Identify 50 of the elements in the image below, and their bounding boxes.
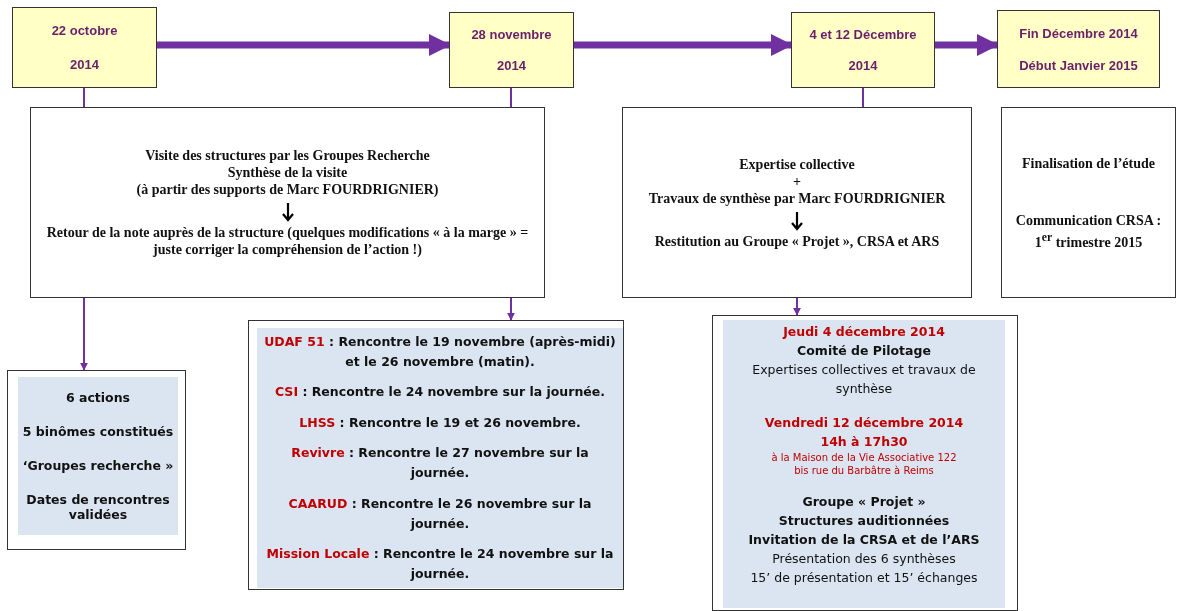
list-item: 5 binômes constitués — [22, 424, 174, 440]
date-box — [997, 10, 1160, 88]
date-label: 4 et 12 Décembre — [809, 27, 917, 42]
meeting-entry: CAARUD : Rencontre le 26 novembre sur la journée. — [287, 494, 593, 533]
event-text: Invitation de la CRSA et de l’ARS — [747, 531, 981, 549]
process-box — [622, 107, 972, 298]
date-box — [791, 12, 935, 88]
step-text: Synthèse de la visite — [227, 164, 348, 181]
arrow — [507, 297, 515, 321]
date-box — [12, 7, 157, 88]
date-label: Fin Décembre 2014 — [1019, 25, 1138, 41]
event-text: Jeudi 4 décembre 2014 — [781, 323, 946, 341]
date-box — [449, 12, 574, 88]
step-text: Expertise collective — [739, 155, 855, 173]
meeting-entry: Mission Locale : Rencontre le 24 novembre sur la journée. — [265, 544, 615, 583]
event-text: à la Maison de la Vie Associative 122 bis rue du Barbâtre à Reims — [770, 451, 958, 477]
event-text: Expertises collectives et travaux de synthèse — [751, 361, 977, 398]
event-text: Comité de Pilotage — [796, 342, 932, 360]
step-text: + — [793, 172, 801, 190]
date-label: Début Janvier 2015 — [1019, 57, 1138, 73]
list-item: 6 actions — [65, 390, 131, 406]
date-label: 2014 — [497, 58, 526, 73]
date-label: 2014 — [70, 56, 99, 72]
date-label: 2014 — [848, 58, 878, 73]
event-text: Structures auditionnées — [777, 512, 951, 530]
date-label: 28 novembre — [471, 27, 552, 42]
process-box — [7, 370, 186, 550]
list-item: Dates de rencontres validées — [25, 491, 171, 522]
arrow — [793, 297, 801, 316]
list-item: ‘Groupes recherche » — [22, 457, 174, 473]
meeting-entry: Revivre : Rencontre le 27 novembre sur la journée. — [290, 444, 590, 483]
event-text: 14h à 17h30 — [819, 433, 909, 451]
event-text: Présentation des 6 synthèses — [771, 550, 957, 568]
process-box — [30, 107, 545, 298]
event-text: Groupe « Projet » — [801, 493, 927, 511]
date-label: 22 octobre — [51, 23, 118, 39]
step-text: Visite des structures par les Groupes Recherche — [145, 147, 430, 164]
event-text: Vendredi 12 décembre 2014 — [763, 414, 965, 432]
step-text: Finalisation de l’étude — [1022, 154, 1155, 172]
step-text: Communication CRSA : 1$^{er}$ trimestre 2015 — [1014, 211, 1163, 251]
step-text: Retour de la note auprès de la structure (quelques modifications « à la marge » = juste corriger la compréhension de l’action !) — [45, 224, 530, 258]
process-box — [1001, 107, 1176, 298]
meeting-entry: UDAF 51 : Rencontre le 19 novembre (après-midi) et le 26 novembre (matin). — [263, 333, 617, 371]
step-text: Travaux de synthèse par Marc FOURDRIGNIER — [648, 189, 946, 207]
arrow — [80, 297, 88, 371]
step-text: Restitution au Groupe « Projet », CRSA et ARS — [654, 232, 940, 250]
step-text: (à partir des supports de Marc FOURDRIGNIER) — [136, 181, 439, 198]
meeting-entry: LHSS : Rencontre le 19 et 26 novembre. — [298, 413, 582, 432]
event-text: 15’ de présentation et 15’ échanges — [749, 569, 979, 587]
meeting-entry: CSI : Rencontre le 24 novembre sur la journée. — [273, 383, 606, 402]
